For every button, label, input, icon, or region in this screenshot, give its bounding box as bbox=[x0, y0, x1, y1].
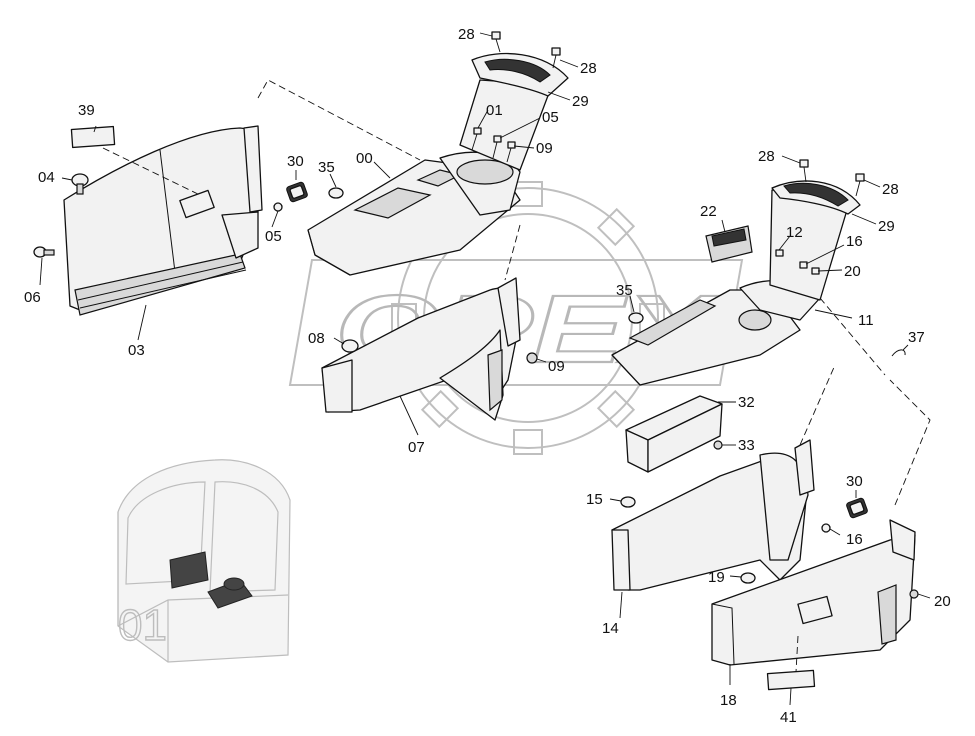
console-00 bbox=[307, 52, 569, 276]
callout-22: 22 bbox=[700, 203, 717, 220]
callout-07: 07 bbox=[408, 439, 425, 456]
callout-32: 32 bbox=[738, 394, 755, 411]
front-panel-07 bbox=[321, 277, 521, 421]
callout-35-left: 35 bbox=[318, 159, 335, 176]
callout-39: 39 bbox=[78, 102, 95, 119]
callout-30-left: 30 bbox=[287, 153, 304, 170]
callout-05-left: 05 bbox=[265, 228, 282, 245]
callout-06: 06 bbox=[24, 289, 41, 306]
dash-41 bbox=[795, 635, 799, 673]
callout-19: 19 bbox=[708, 569, 725, 586]
callout-03: 03 bbox=[128, 342, 145, 359]
callout-29-top: 29 bbox=[572, 93, 589, 110]
callout-20-lower: 20 bbox=[934, 593, 951, 610]
callout-28-right-b: 28 bbox=[882, 181, 899, 198]
callout-01: 01 bbox=[486, 102, 503, 119]
callout-05-top: 05 bbox=[542, 109, 559, 126]
dash-00-a bbox=[257, 79, 421, 161]
callout-33: 33 bbox=[738, 437, 755, 454]
callout-14: 14 bbox=[602, 620, 619, 637]
callout-16-right: 16 bbox=[846, 233, 863, 250]
dash-right-b bbox=[799, 364, 836, 446]
callout-09-mid: 09 bbox=[548, 358, 565, 375]
callout-29-right: 29 bbox=[878, 218, 895, 235]
callout-00: 00 bbox=[356, 150, 373, 167]
watermark-gear bbox=[391, 181, 665, 455]
callout-04: 04 bbox=[38, 169, 55, 186]
callout-28-top-left: 28 bbox=[458, 26, 475, 43]
callout-18: 18 bbox=[720, 692, 737, 709]
callout-20-right: 20 bbox=[844, 263, 861, 280]
callout-37: 37 bbox=[908, 329, 925, 346]
callout-41: 41 bbox=[780, 709, 797, 726]
callout-35-right: 35 bbox=[616, 282, 633, 299]
callout-28-top-right: 28 bbox=[580, 60, 597, 77]
callout-09-top: 09 bbox=[536, 140, 553, 157]
dash-39 bbox=[102, 147, 201, 196]
console-11 bbox=[611, 180, 861, 386]
dash-right-c bbox=[889, 379, 931, 506]
callout-28-right-a: 28 bbox=[758, 148, 775, 165]
callout-labels: 28 28 29 01 05 09 39 04 30 35 00 05 06 0… bbox=[24, 26, 951, 726]
callout-16-lower: 16 bbox=[846, 531, 863, 548]
callout-11: 11 bbox=[858, 312, 874, 329]
callout-12: 12 bbox=[786, 224, 803, 241]
box-32 bbox=[625, 395, 723, 473]
dash-11 bbox=[819, 297, 886, 376]
leader-lines bbox=[39, 32, 931, 706]
callout-15: 15 bbox=[586, 491, 603, 508]
dash-00-b bbox=[504, 224, 521, 281]
callout-08: 08 bbox=[308, 330, 325, 347]
cab-inset-label: 01 bbox=[118, 601, 167, 650]
callout-30-right: 30 bbox=[846, 473, 863, 490]
side-panel-03 bbox=[63, 125, 263, 316]
cab-inset: 01 bbox=[117, 459, 291, 663]
right-lower-panels bbox=[611, 439, 916, 666]
